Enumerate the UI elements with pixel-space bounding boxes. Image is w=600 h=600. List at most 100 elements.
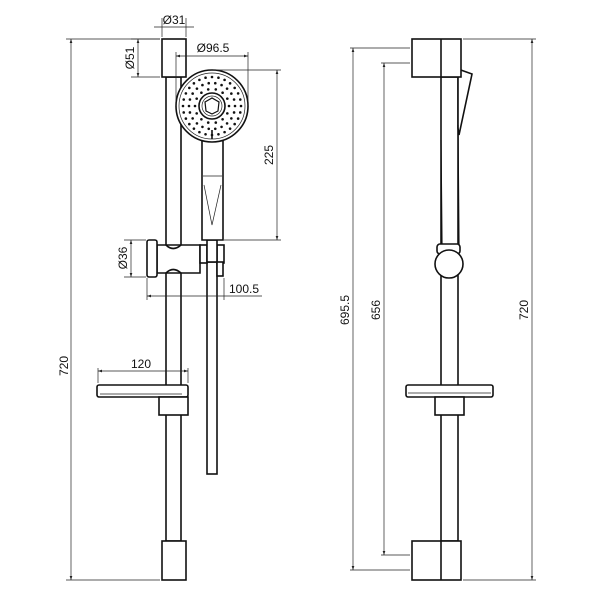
nozzle-dot	[188, 98, 192, 101]
nozzle-dot	[230, 92, 233, 95]
nozzle-dot	[227, 104, 231, 108]
nozzle-dot	[184, 117, 188, 120]
nozzle-dot	[217, 76, 220, 80]
nozzle-dot	[182, 111, 186, 114]
nozzle-dot	[188, 122, 191, 126]
nozzle-dot	[204, 132, 207, 136]
dimension-head-diameter: Ø96.5	[175, 41, 249, 106]
nozzle-dot	[184, 92, 188, 95]
nozzle-dot	[226, 112, 229, 115]
nozzle-dot	[200, 91, 203, 95]
nozzle-dot	[188, 86, 191, 90]
hand-shower	[175, 69, 249, 241]
nozzle-dot	[223, 130, 226, 134]
nozzle-dot	[195, 97, 198, 100]
dimension-total-height: 720	[57, 38, 160, 581]
nozzle-dot	[200, 117, 203, 121]
slider-knob-side	[434, 249, 464, 279]
dim-label-31: Ø31	[163, 13, 186, 27]
nozzle-dot	[207, 81, 211, 85]
dim-label-120: 120	[131, 357, 151, 371]
spray-nozzles	[181, 75, 243, 137]
shower-hose	[206, 261, 218, 475]
dimension-total-height-side: 720	[463, 38, 536, 581]
nozzle-dot	[195, 122, 199, 125]
bottom-wall-bracket	[161, 540, 187, 581]
nozzle-dot	[214, 121, 218, 124]
nozzle-dot	[213, 81, 217, 85]
nozzle-dot	[198, 78, 201, 82]
nozzle-dot	[188, 111, 192, 114]
nozzle-dot	[204, 76, 207, 80]
nozzle-dot	[220, 125, 223, 129]
dimension-handset-length: 225	[213, 69, 281, 241]
nozzle-dot	[221, 91, 224, 95]
nozzle-dot	[226, 97, 229, 100]
nozzle-dot	[236, 92, 240, 95]
nozzle-dot	[239, 104, 243, 108]
hose-side	[440, 124, 460, 246]
nozzle-dot	[228, 127, 232, 130]
nozzle-dot	[238, 111, 242, 114]
nozzle-dot	[193, 104, 197, 108]
nozzle-dot	[192, 127, 196, 130]
dim-label-656: 656	[369, 300, 383, 320]
dim-label-51: Ø51	[123, 46, 137, 69]
dimension-bracket-width: Ø31	[154, 13, 194, 37]
nozzle-dot	[191, 92, 194, 95]
nozzle-dot	[238, 98, 242, 101]
front-view: 720 Ø31 Ø51 Ø96.5 225	[57, 13, 281, 581]
dimension-outer-centers: 695.5	[338, 47, 410, 571]
nozzle-dot	[233, 104, 237, 108]
handset-side	[457, 67, 473, 136]
dim-label-96-5: Ø96.5	[197, 41, 230, 55]
nozzle-dot	[201, 83, 204, 87]
side-view: 695.5 656 720	[338, 38, 536, 581]
nozzle-dot	[236, 117, 240, 120]
nozzle-dot	[206, 121, 210, 124]
nozzle-dot	[198, 130, 201, 134]
top-bracket-side	[411, 38, 462, 78]
nozzle-dot	[213, 127, 217, 131]
nozzle-dot	[206, 88, 210, 91]
nozzle-dot	[181, 104, 185, 108]
nozzle-dot	[192, 82, 196, 85]
nozzle-dot	[214, 88, 218, 91]
spray-selector	[198, 92, 226, 120]
nozzle-dot	[201, 125, 204, 129]
nozzle-dot	[191, 117, 194, 120]
dim-label-100-5: 100.5	[229, 282, 259, 296]
nozzle-dot	[195, 87, 199, 90]
nozzle-dot	[220, 83, 223, 87]
nozzle-dot	[225, 122, 229, 125]
rail	[165, 76, 182, 542]
soap-shelf-side	[405, 384, 494, 398]
nozzle-dot	[182, 98, 186, 101]
nozzle-dot	[232, 111, 236, 114]
nozzle-dot	[228, 82, 232, 85]
slider-holder	[146, 239, 225, 278]
rail-side	[440, 76, 459, 542]
nozzle-dot	[221, 117, 224, 121]
bottom-bracket-side	[411, 540, 462, 581]
nozzle-dot	[232, 98, 236, 101]
dimension-inner-centers: 656	[369, 62, 410, 556]
soap-shelf	[96, 384, 189, 416]
dim-label-36: Ø36	[116, 246, 130, 269]
dim-label-225: 225	[262, 145, 276, 165]
nozzle-dot	[217, 132, 220, 136]
dim-label-720-side: 720	[517, 300, 531, 320]
top-wall-bracket	[161, 38, 187, 78]
nozzle-dot	[233, 86, 236, 90]
dimension-bracket-height: Ø51	[123, 38, 160, 78]
dimension-shelf-width: 120	[97, 357, 189, 383]
nozzle-dot	[210, 75, 214, 79]
dim-label-720: 720	[57, 356, 71, 376]
nozzle-dot	[207, 127, 211, 131]
nozzle-dot	[195, 112, 198, 115]
nozzle-dot	[187, 104, 191, 108]
nozzle-dot	[223, 78, 226, 82]
nozzle-dot	[233, 122, 236, 126]
nozzle-dot	[230, 117, 233, 120]
